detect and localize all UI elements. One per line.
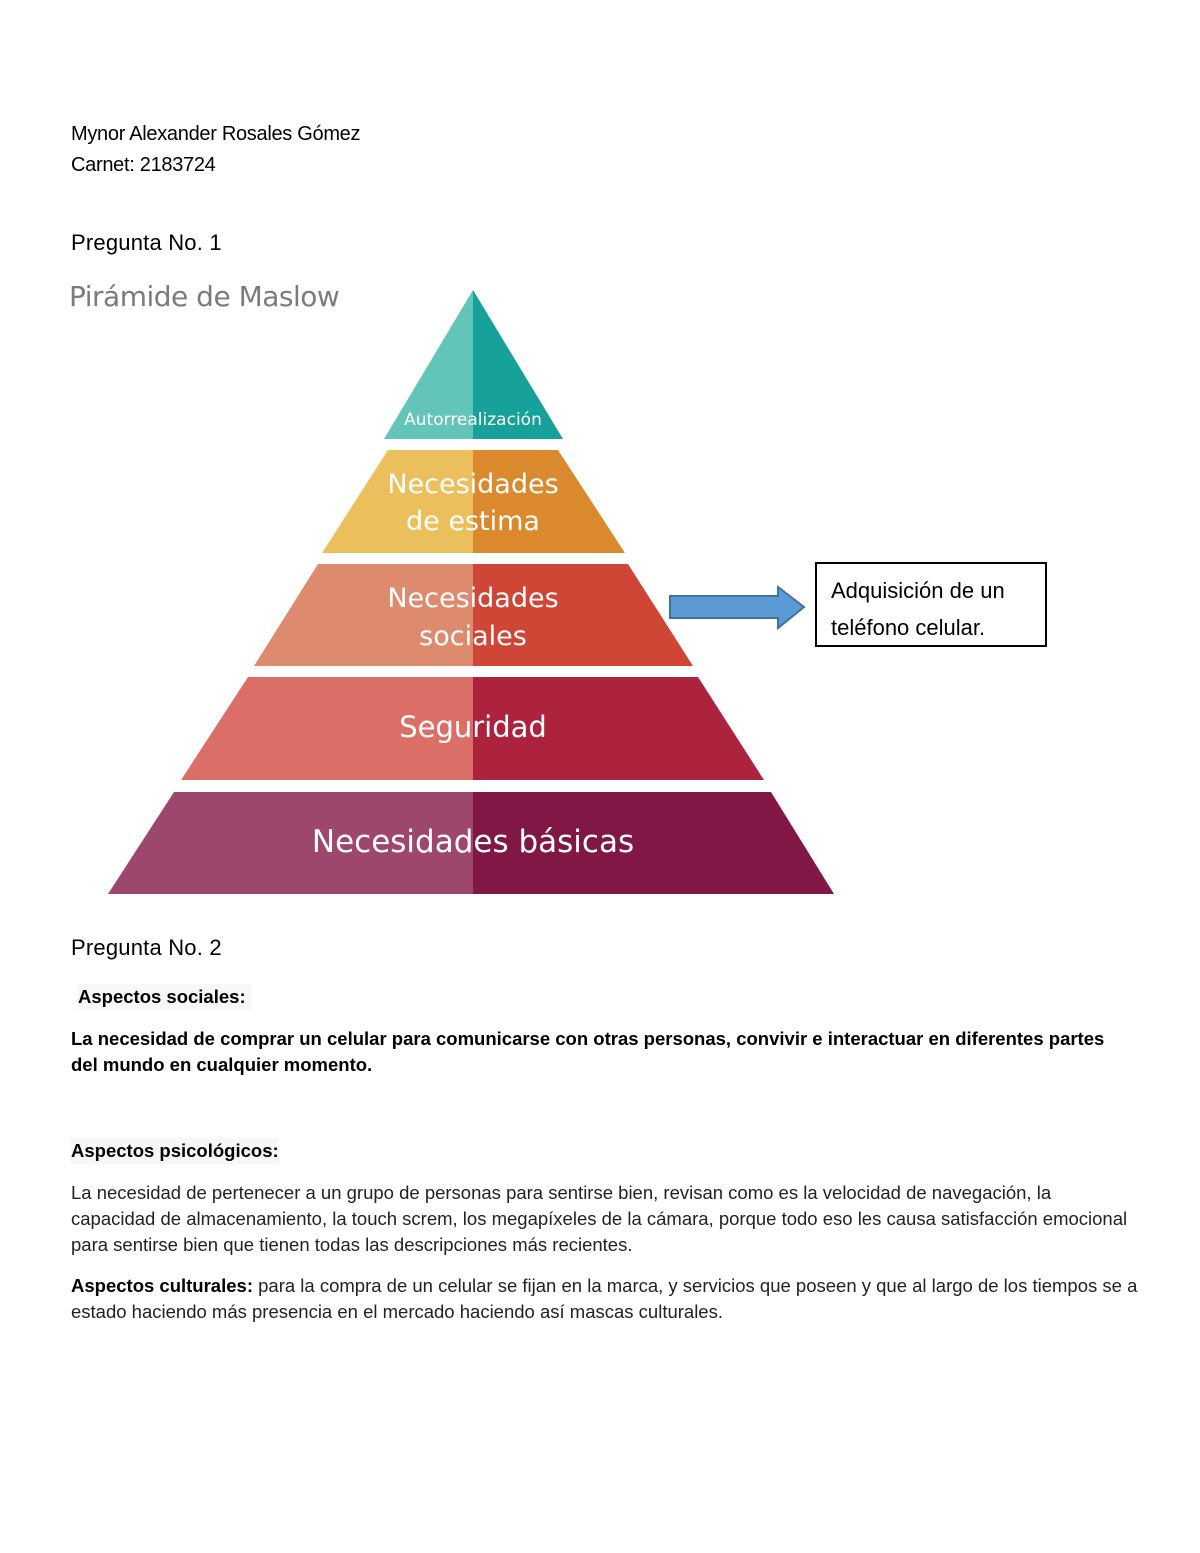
svg-text:Seguridad: Seguridad — [399, 710, 547, 744]
pyramid-level-esteem: Necesidades de estima — [322, 450, 625, 553]
author-name: Mynor Alexander Rosales Gómez — [71, 123, 361, 145]
cultural-aspects-text: para la compra de un celular se fijan en… — [71, 1275, 1138, 1322]
callout-line-2: teléfono celular. — [831, 615, 986, 640]
cultural-aspects-title: Aspectos culturales: — [71, 1275, 253, 1296]
svg-text:de estima: de estima — [406, 506, 540, 537]
level-label: Autorrealización — [404, 410, 542, 430]
callout-line-1: Adquisición de un — [831, 578, 1005, 603]
question-2-heading: Pregunta No. 2 — [71, 935, 222, 960]
social-aspects-title: Aspectos sociales: — [78, 984, 252, 1010]
svg-text:Necesidades: Necesidades — [387, 583, 558, 614]
svg-text:sociales: sociales — [419, 621, 527, 652]
cultural-aspects-paragraph: Aspectos culturales: para la compra de u… — [71, 1273, 1141, 1325]
pyramid-level-physiological: Necesidades básicas — [108, 792, 834, 894]
pyramid-level-social: Necesidades sociales — [254, 564, 693, 666]
pyramid-title: Pirámide de Maslow — [69, 280, 340, 313]
psychological-aspects-text: La necesidad de pertenecer a un grupo de… — [71, 1182, 1128, 1255]
maslow-pyramid: Autorrealización Necesidades de estima N… — [108, 290, 834, 894]
svg-text:Necesidades: Necesidades — [387, 469, 558, 500]
psychological-aspects-title: Aspectos psicológicos: — [71, 1138, 279, 1164]
question-1-heading: Pregunta No. 1 — [71, 230, 222, 255]
svg-text:Necesidades básicas: Necesidades básicas — [312, 824, 634, 860]
pyramid-level-safety: Seguridad — [181, 677, 764, 780]
social-aspects-text: La necesidad de comprar un celular para … — [71, 1028, 1105, 1075]
right-arrow-icon — [669, 585, 806, 631]
carnet-number: Carnet: 2183724 — [71, 154, 216, 176]
callout-box: Adquisición de un teléfono celular. — [815, 562, 1047, 647]
pyramid-level-self-actualization: Autorrealización — [384, 290, 563, 439]
author-block: Mynor Alexander Rosales Gómez Carnet: 21… — [71, 119, 361, 181]
